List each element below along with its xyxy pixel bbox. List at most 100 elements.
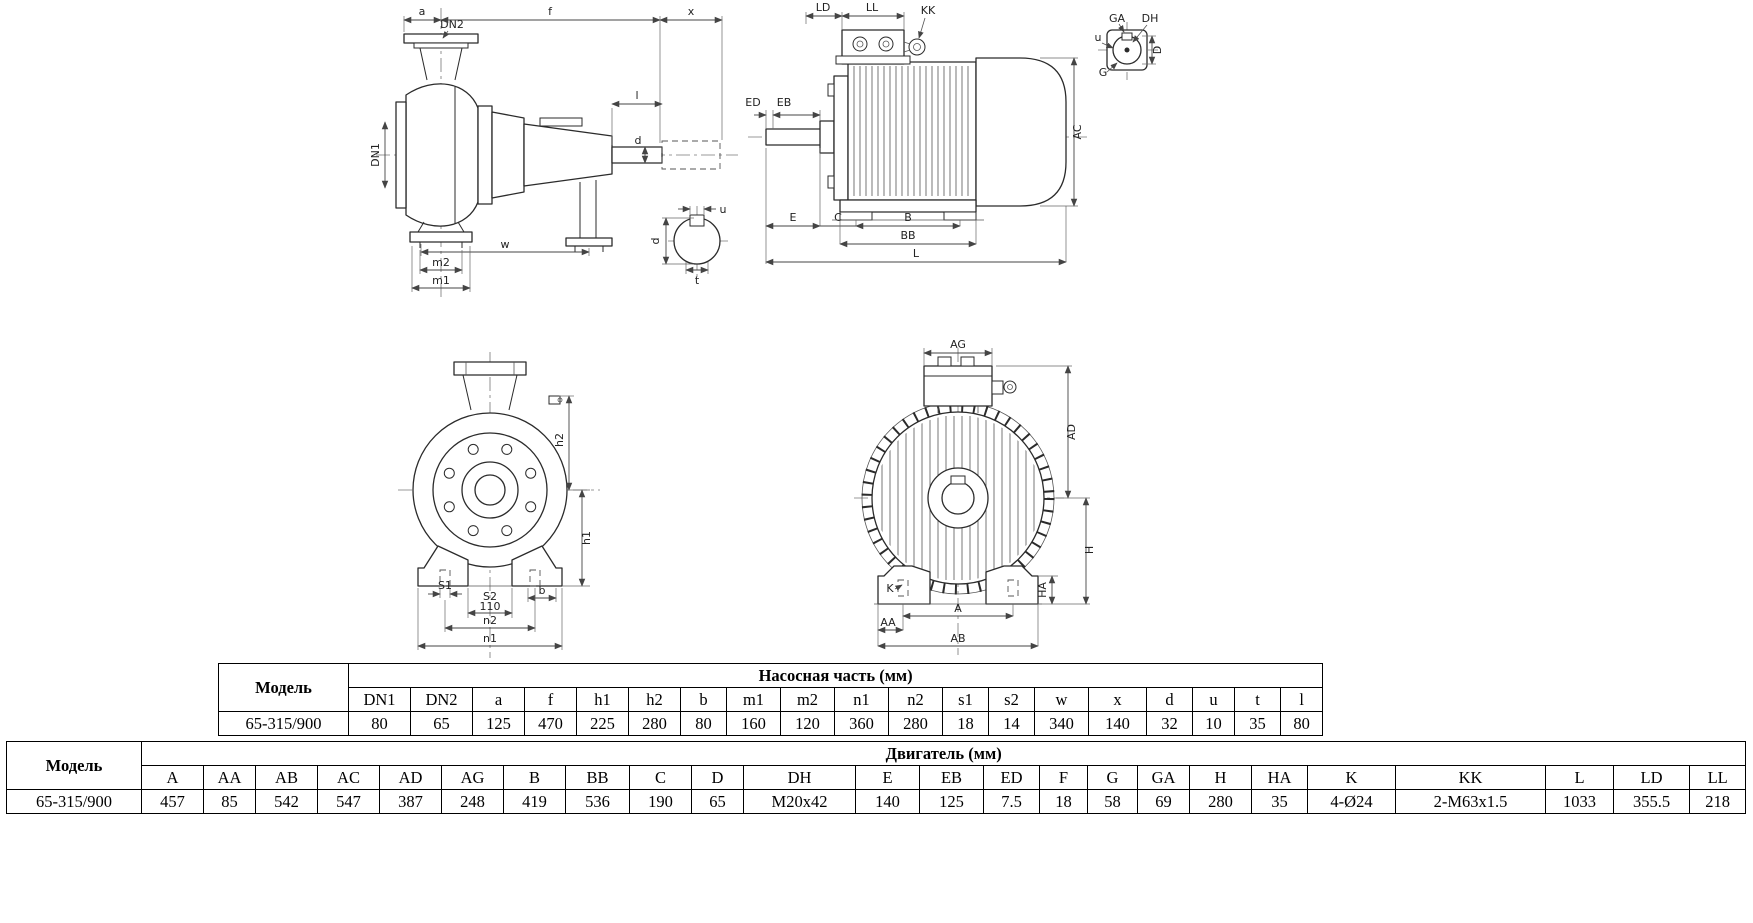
dim-label-g: G xyxy=(1099,66,1108,79)
dim-label-ad: AD xyxy=(1065,424,1078,440)
dim-label-ha: HA xyxy=(1036,582,1049,598)
cell-value: 32 xyxy=(1146,711,1193,736)
col-header: s1 xyxy=(942,687,989,712)
col-header: AG xyxy=(441,765,504,790)
dim-label-ag: AG xyxy=(950,338,966,351)
dim-label-l: l xyxy=(635,89,638,102)
dim-label-a: a xyxy=(419,5,426,18)
cell-value: 85 xyxy=(203,789,256,814)
col-header: n1 xyxy=(834,687,889,712)
cell-value: 387 xyxy=(379,789,442,814)
dim-label-h1: h1 xyxy=(580,531,593,545)
pump-table-data-row: 65-315/900 80 65 125 470 225 280 80 160 … xyxy=(218,711,1324,736)
col-header: u xyxy=(1192,687,1235,712)
col-header: AC xyxy=(317,765,380,790)
cell-value: 542 xyxy=(255,789,318,814)
col-header: L xyxy=(1545,765,1614,790)
col-header: t xyxy=(1234,687,1281,712)
col-header: a xyxy=(472,687,525,712)
cell-value: 457 xyxy=(141,789,204,814)
col-header: m2 xyxy=(780,687,835,712)
dim-label-eb: EB xyxy=(777,96,792,109)
col-header: x xyxy=(1088,687,1147,712)
shaft-section-detail: u d t xyxy=(649,203,728,287)
dim-label-n2: n2 xyxy=(483,614,497,627)
pump-dimensions-table: Модель Насосная часть (мм) DN1 DN2 a f h… xyxy=(218,663,1324,736)
cell-value: 120 xyxy=(780,711,835,736)
cell-value: M20x42 xyxy=(743,789,856,814)
dim-label-ld: LD xyxy=(816,1,831,14)
dim-label-h: H xyxy=(1083,546,1096,554)
model-cell: 65-315/900 xyxy=(218,711,349,736)
motor-front-view: AG AD H HA K A AA AB xyxy=(854,338,1096,655)
cell-value: 190 xyxy=(629,789,692,814)
motor-table-data-row: 65-315/900 457 85 542 547 387 248 419 53… xyxy=(6,789,1747,814)
cell-value: 360 xyxy=(834,711,889,736)
dim-label-b: B xyxy=(904,211,912,224)
cell-value: 35 xyxy=(1251,789,1308,814)
cell-value: 65 xyxy=(410,711,473,736)
dim-label-ab: AB xyxy=(950,632,965,645)
dim-label-bb: BB xyxy=(900,229,915,242)
cell-value: 14 xyxy=(988,711,1035,736)
cell-value: 7.5 xyxy=(983,789,1040,814)
shaft-end-detail: GA DH u D G xyxy=(1095,12,1164,80)
col-header: A xyxy=(141,765,204,790)
cell-value: 225 xyxy=(576,711,629,736)
cell-value: 547 xyxy=(317,789,380,814)
pump-table-columns-row: DN1 DN2 a f h1 h2 b m1 m2 n1 n2 s1 s2 w … xyxy=(219,687,1324,712)
col-header: s2 xyxy=(988,687,1035,712)
col-header: H xyxy=(1189,765,1252,790)
cell-value: 218 xyxy=(1688,789,1747,814)
col-header: GA xyxy=(1137,765,1190,790)
col-header: DN1 xyxy=(348,687,411,712)
cell-value: 280 xyxy=(628,711,681,736)
cell-value: 80 xyxy=(348,711,411,736)
dim-label-e: E xyxy=(790,211,797,224)
cell-value: 2-M63x1.5 xyxy=(1395,789,1546,814)
cell-value: 140 xyxy=(1088,711,1147,736)
col-header: f xyxy=(524,687,577,712)
pump-front-view: h2 h1 S1 S2 110 b n2 n1 xyxy=(398,352,600,658)
dim-label-s2: S2 xyxy=(483,590,497,603)
dim-label-ed: ED xyxy=(745,96,760,109)
col-header: K xyxy=(1307,765,1396,790)
dim-label-c: C xyxy=(834,211,842,224)
dim-label-kk: KK xyxy=(921,4,936,17)
col-header: D xyxy=(691,765,744,790)
cell-value: 125 xyxy=(919,789,984,814)
dim-label-f: f xyxy=(548,5,553,18)
dim-label-t: t xyxy=(695,274,700,287)
col-header: LL xyxy=(1688,765,1747,790)
cell-value: 419 xyxy=(503,789,566,814)
col-header: b xyxy=(680,687,727,712)
motor-table-columns-row: A AA AB AC AD AG B BB C D DH E EB ED F G… xyxy=(7,765,1747,790)
dim-label-h2: h2 xyxy=(553,433,566,447)
cell-value: 80 xyxy=(1279,711,1324,736)
dim-label-shaftend-u: u xyxy=(1095,31,1102,44)
motor-dimensions-table: Модель Двигатель (мм) A AA AB AC AD AG B… xyxy=(6,741,1747,814)
dim-label-motor-l: L xyxy=(913,247,920,260)
col-header: n2 xyxy=(888,687,943,712)
dim-label-bfoot: b xyxy=(539,584,546,597)
cell-value: 536 xyxy=(565,789,630,814)
model-cell: 65-315/900 xyxy=(6,789,142,814)
dim-label-110: 110 xyxy=(480,600,501,613)
motor-table-model-header: Модель xyxy=(6,741,142,790)
dim-label-u: u xyxy=(720,203,727,216)
cell-value: 18 xyxy=(942,711,989,736)
dim-label-k: K xyxy=(886,582,894,595)
col-header: KK xyxy=(1395,765,1546,790)
pump-table-model-header: Модель xyxy=(218,663,349,712)
col-header: BB xyxy=(565,765,630,790)
cell-value: 280 xyxy=(1189,789,1252,814)
col-header: EB xyxy=(919,765,984,790)
dim-label-ll: LL xyxy=(866,1,879,14)
dim-label-s1: S1 xyxy=(438,579,452,592)
cell-value: 65 xyxy=(691,789,744,814)
cell-value: 125 xyxy=(472,711,525,736)
dim-label-d: d xyxy=(635,134,642,147)
col-header: AD xyxy=(379,765,442,790)
cell-value: 35 xyxy=(1234,711,1281,736)
cell-value: 248 xyxy=(441,789,504,814)
